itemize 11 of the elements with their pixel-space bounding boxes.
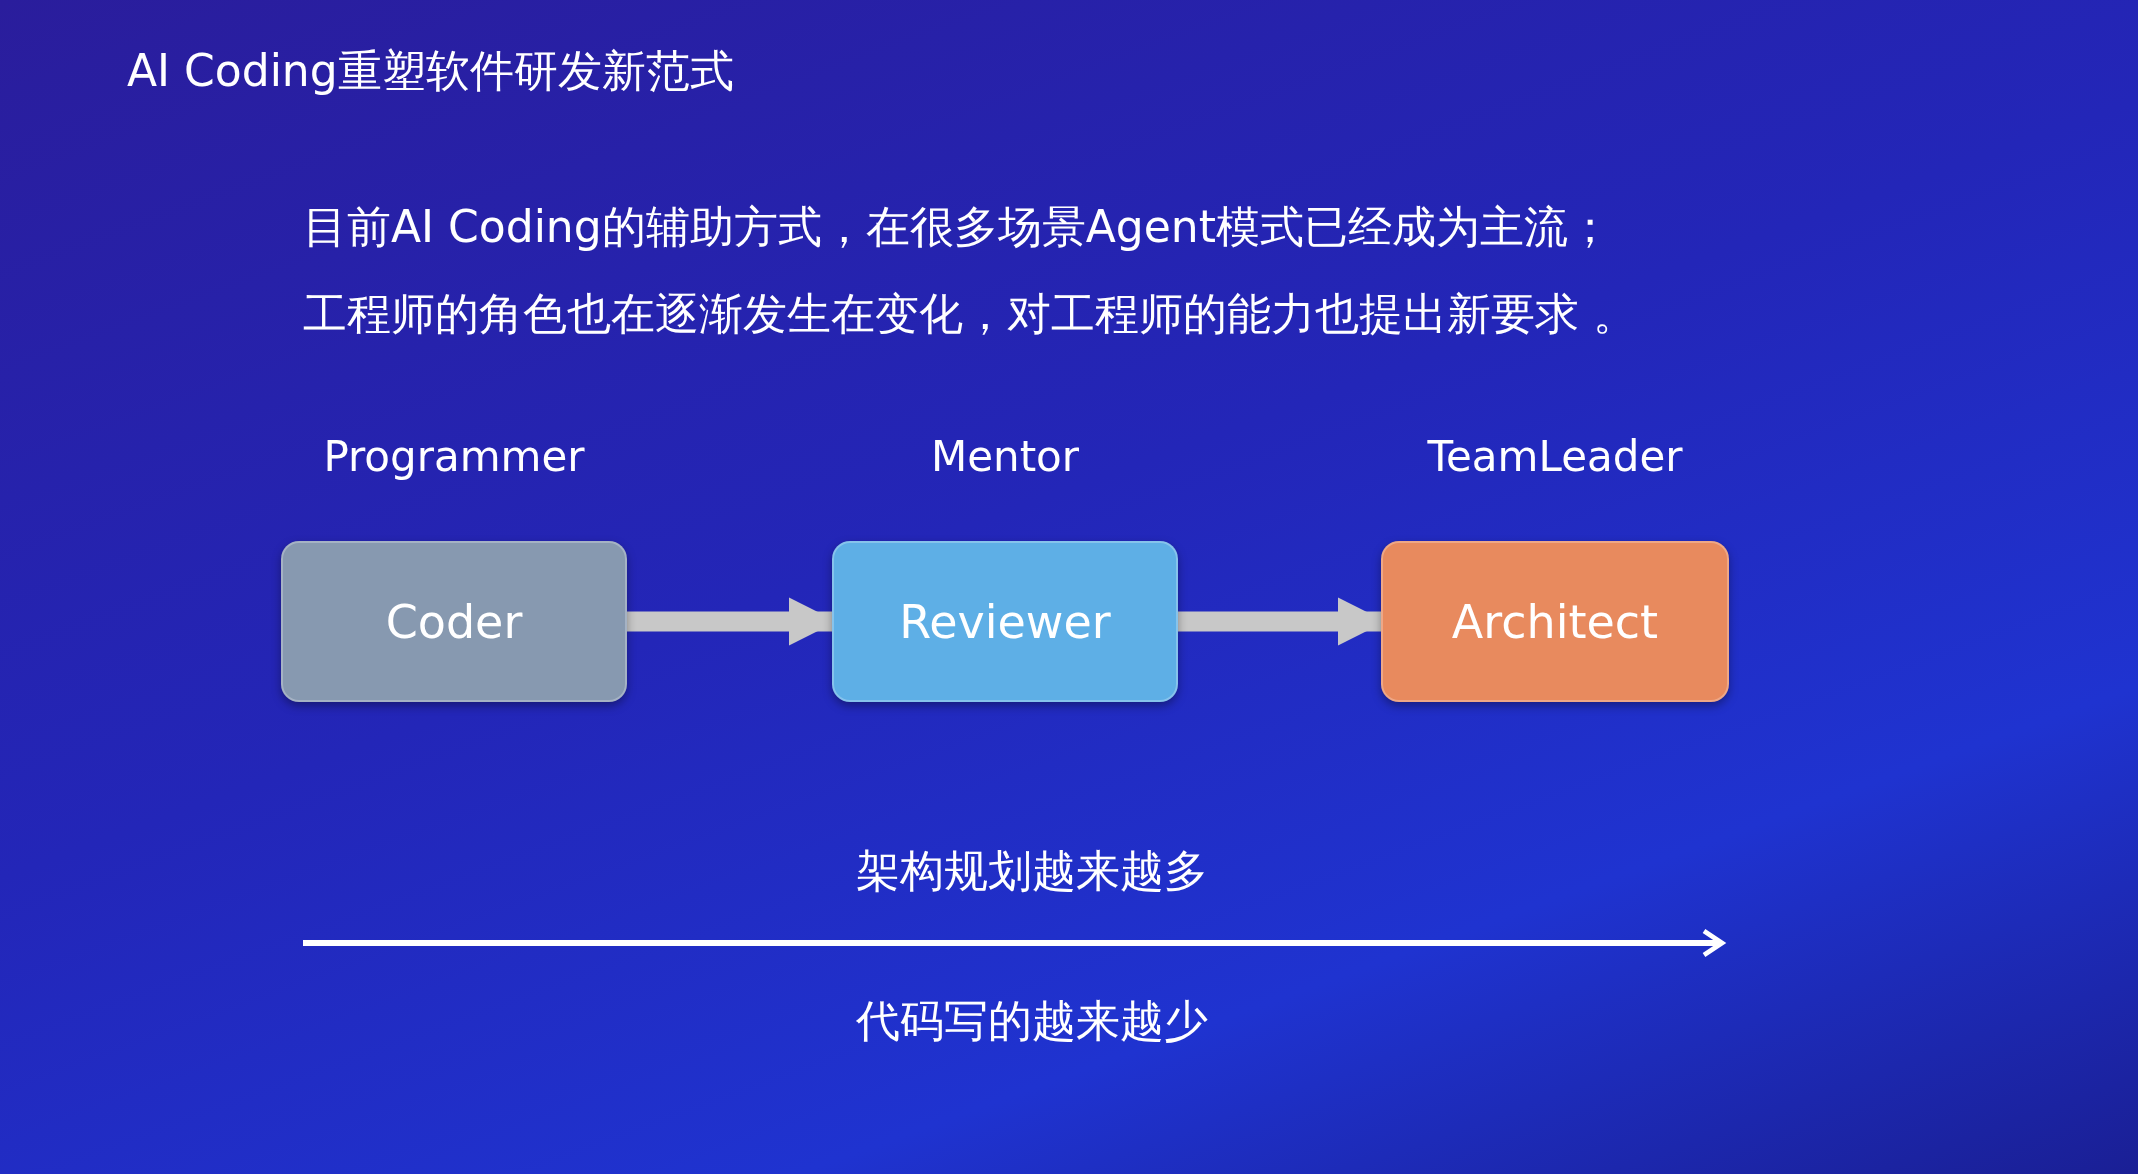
role-label: TeamLeader bbox=[1427, 432, 1683, 481]
role-label: Mentor bbox=[930, 432, 1080, 481]
role-box: Architect bbox=[1381, 541, 1729, 702]
role-label: Programmer bbox=[323, 432, 585, 481]
body-text: 目前AI Coding的辅助方式，在很多场景Agent模式已经成为主流； bbox=[303, 200, 1612, 254]
role-box: Coder bbox=[281, 541, 627, 702]
role-box: Reviewer bbox=[832, 541, 1178, 702]
body-text: 工程师的角色也在逐渐发生在变化，对工程师的能力也提出新要求 。 bbox=[303, 287, 1637, 341]
title: AI Coding重塑软件研发新范式 bbox=[127, 44, 734, 98]
arrow-label: 代码写的越来越少 bbox=[856, 994, 1208, 1048]
arrow-label: 架构规划越来越多 bbox=[856, 844, 1208, 898]
